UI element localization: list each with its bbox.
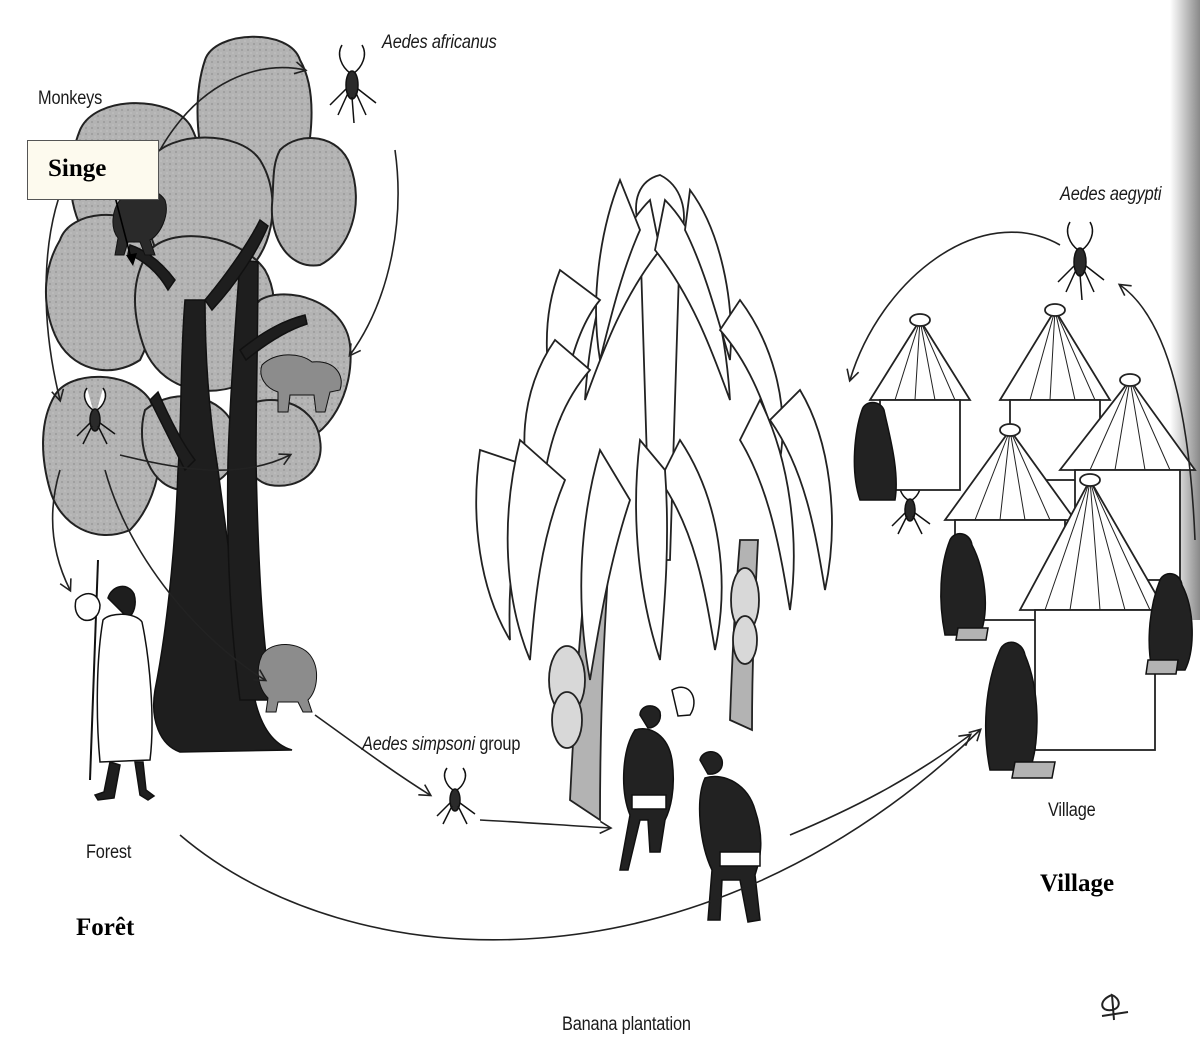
label-aedes-simpsoni: Aedes simpsoni — [362, 734, 475, 755]
label-village: Village — [1048, 800, 1096, 822]
overlay-foret: Forêt — [60, 900, 180, 960]
label-monkeys: Monkeys — [38, 88, 102, 110]
label-aedes-africanus: Aedes africanus — [382, 32, 497, 54]
arrow-africanus-to-tree — [350, 150, 398, 355]
label-group: group — [479, 734, 520, 755]
forest-man — [75, 560, 154, 800]
arrow-simpsoni-to-plantation — [480, 820, 610, 828]
arrow-plantation-to-village — [790, 735, 970, 835]
label-forest: Forest — [86, 842, 131, 864]
scribble-mark — [1102, 995, 1128, 1020]
mosquito-icon — [437, 768, 475, 824]
label-aedes-aegypti: Aedes aegypti — [1060, 184, 1161, 206]
label-banana-plantation: Banana plantation — [562, 1014, 691, 1036]
mosquito-icon — [330, 45, 376, 123]
label-aedes-simpsoni-group: Aedes simpsoni group — [362, 734, 520, 756]
overlay-singe: Singe — [27, 140, 159, 200]
overlay-village: Village — [1020, 856, 1166, 914]
monkey-icon — [258, 644, 316, 712]
mosquito-icon — [1058, 222, 1104, 300]
